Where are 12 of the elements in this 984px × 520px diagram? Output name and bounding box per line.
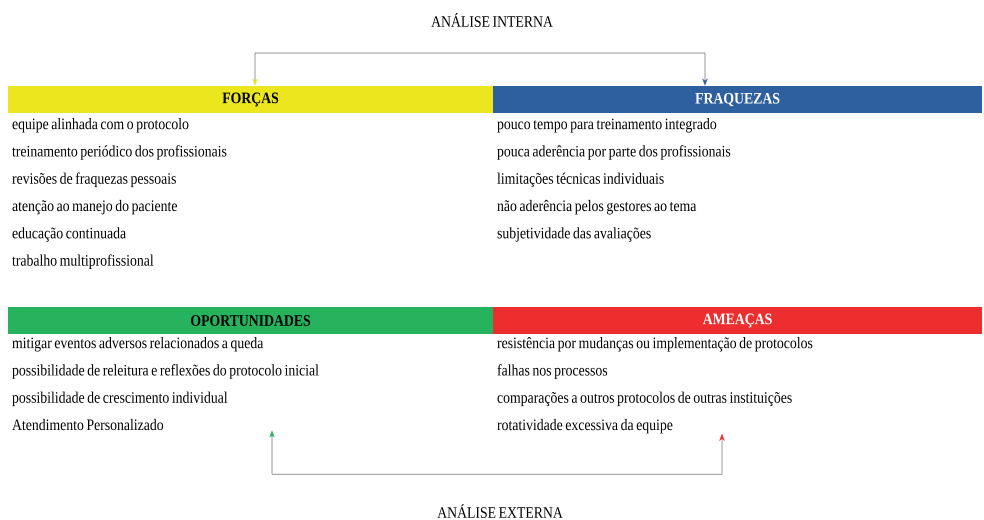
bracket-arrow bbox=[252, 52, 708, 86]
header-bar: AMEAÇAS bbox=[493, 307, 982, 334]
header-bar: FORÇAS bbox=[8, 86, 493, 113]
header-bar: OPORTUNIDADES bbox=[8, 307, 493, 334]
item-list: resistência por mudanças ou implementação de protocolos falhas nos processos comparações a outros protocolos de outras instituições rotatividade excessiva da equipe bbox=[497, 337, 812, 434]
section-heading: ANÁLISE EXTERNA bbox=[437, 504, 563, 518]
section-heading: ANÁLISE INTERNA bbox=[431, 13, 553, 27]
header-bar: FRAQUEZAS bbox=[493, 86, 982, 113]
item-list: pouco tempo para treinamento integrado pouca aderência por parte dos profissionais limitações técnicas individuais não aderência pelos gestores ao tema subjetividade das avaliações bbox=[497, 118, 730, 242]
item-list: equipe alinhada com o protocolo treinamento periódico dos profissionais revisões de fraquezas pessoais atenção ao manejo do paciente educação continuada trabalho multiprofissional bbox=[12, 118, 226, 269]
bracket-arrow bbox=[269, 430, 725, 474]
item-list: mitigar eventos adversos relacionados a queda possibilidade de releitura e reflexões do protocolo inicial possibilidade de crescimento individual Atendimento Personalizado bbox=[12, 337, 319, 430]
